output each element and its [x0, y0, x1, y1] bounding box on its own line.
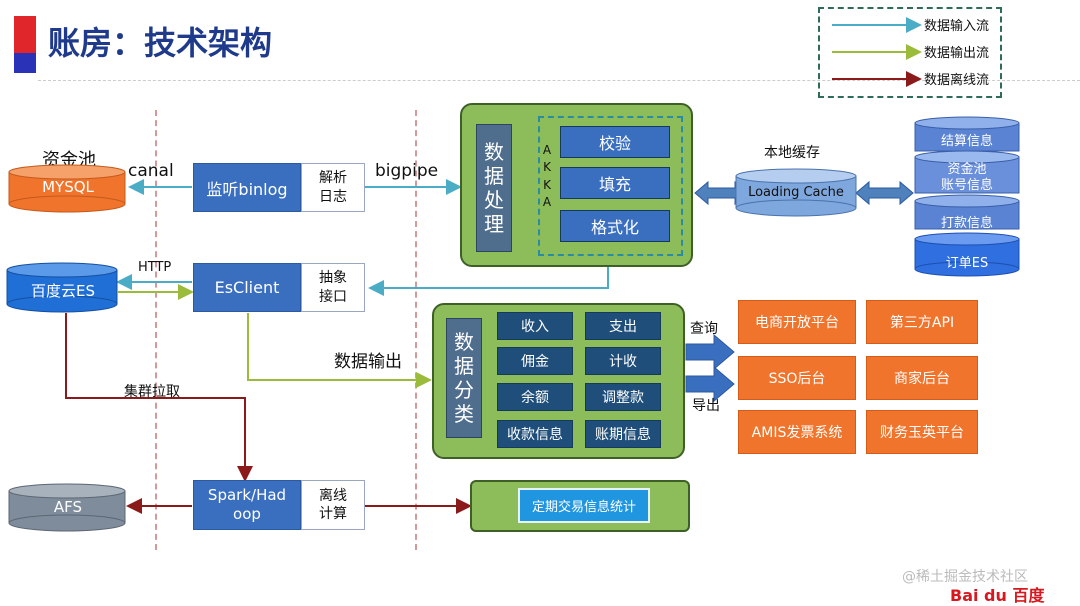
- akka-region: [538, 116, 683, 256]
- binlog-box: 监听binlog: [193, 163, 301, 212]
- step-validate: 校验: [560, 126, 670, 158]
- es-cylinder: [6, 262, 118, 313]
- page-title: 账房：技术架构: [48, 24, 273, 62]
- mysql-label: MYSQL: [42, 178, 94, 196]
- label-canal: canal: [128, 161, 174, 181]
- step-format: 格式化: [560, 210, 670, 242]
- akka-label: A K K A: [542, 143, 552, 210]
- watermark: @稀土掘金技术社区: [902, 569, 1028, 585]
- cache-label: Loading Cache: [748, 185, 844, 200]
- step-fill: 填充: [560, 167, 670, 199]
- title-accent-blue: [14, 53, 36, 73]
- arrow-cache-stack: [855, 180, 914, 206]
- info-order-es: 订单ES: [945, 256, 989, 271]
- esclient-sub-box: 抽象 接口: [301, 263, 365, 312]
- target-ecommerce: 电商开放平台: [738, 300, 856, 344]
- legend-output-label: 数据输出流: [924, 46, 990, 61]
- label-query: 查询: [690, 321, 718, 337]
- separator-left: [155, 110, 157, 550]
- target-finance: 财务玉英平台: [866, 410, 978, 454]
- arrow-esclient-to-classification: [247, 313, 432, 388]
- legend-offline-label: 数据离线流: [924, 73, 990, 88]
- label-cluster-pull: 集群拉取: [124, 384, 180, 400]
- title-accent-red: [14, 16, 36, 53]
- label-local-cache: 本地缓存: [764, 145, 820, 161]
- info-pool-account: 资金池 账号信息: [940, 162, 993, 194]
- legend-input-label: 数据输入流: [924, 19, 990, 34]
- classification-title: 数 据 分 类: [446, 318, 482, 438]
- label-data-output: 数据输出: [334, 352, 402, 372]
- cell-adjustment: 调整款: [585, 383, 661, 411]
- legend-arrows: [832, 17, 922, 87]
- label-http: HTTP: [138, 260, 172, 275]
- afs-cylinder: [8, 483, 126, 532]
- cell-commission: 佣金: [497, 347, 573, 375]
- arrow-cluster-pull: [65, 313, 253, 482]
- separator-right: [415, 110, 417, 550]
- baidu-logo: Bai du 百度: [950, 586, 1045, 605]
- cell-balance: 余额: [497, 383, 573, 411]
- target-amis: AMIS发票系统: [738, 410, 856, 454]
- legend: 数据输入流 数据输出流 数据离线流: [818, 7, 1002, 98]
- target-merchant: 商家后台: [866, 356, 978, 400]
- arrow-processing-to-esclient: [368, 258, 609, 296]
- esclient-box: EsClient: [193, 263, 301, 312]
- spark-box: Spark/Had oop: [193, 480, 301, 530]
- es-label: 百度云ES: [31, 282, 95, 300]
- processing-title: 数 据 处 理: [476, 124, 512, 252]
- cell-income: 收入: [497, 312, 573, 340]
- arrow-export: [685, 365, 735, 403]
- label-bigpipe: bigpipe: [375, 161, 439, 181]
- arrow-query: [685, 333, 735, 371]
- cell-period-info: 账期信息: [585, 420, 661, 448]
- info-stack: [914, 116, 1020, 277]
- cell-expense: 支出: [585, 312, 661, 340]
- cache-cylinder: [735, 168, 857, 217]
- target-third-party-api: 第三方API: [866, 300, 978, 344]
- mysql-cylinder: [8, 164, 126, 213]
- afs-label: AFS: [53, 498, 83, 516]
- info-payment: 打款信息: [940, 216, 993, 231]
- stats-box: 定期交易信息统计: [518, 488, 650, 523]
- target-sso: SSO后台: [738, 356, 856, 400]
- label-export: 导出: [692, 398, 720, 414]
- title-divider: [38, 80, 1080, 81]
- spark-sub-box: 离线 计算: [301, 480, 365, 530]
- info-settlement: 结算信息: [940, 134, 993, 149]
- cell-receipt-info: 收款信息: [497, 420, 573, 448]
- cell-charged: 计收: [585, 347, 661, 375]
- binlog-sub-box: 解析 日志: [301, 163, 365, 212]
